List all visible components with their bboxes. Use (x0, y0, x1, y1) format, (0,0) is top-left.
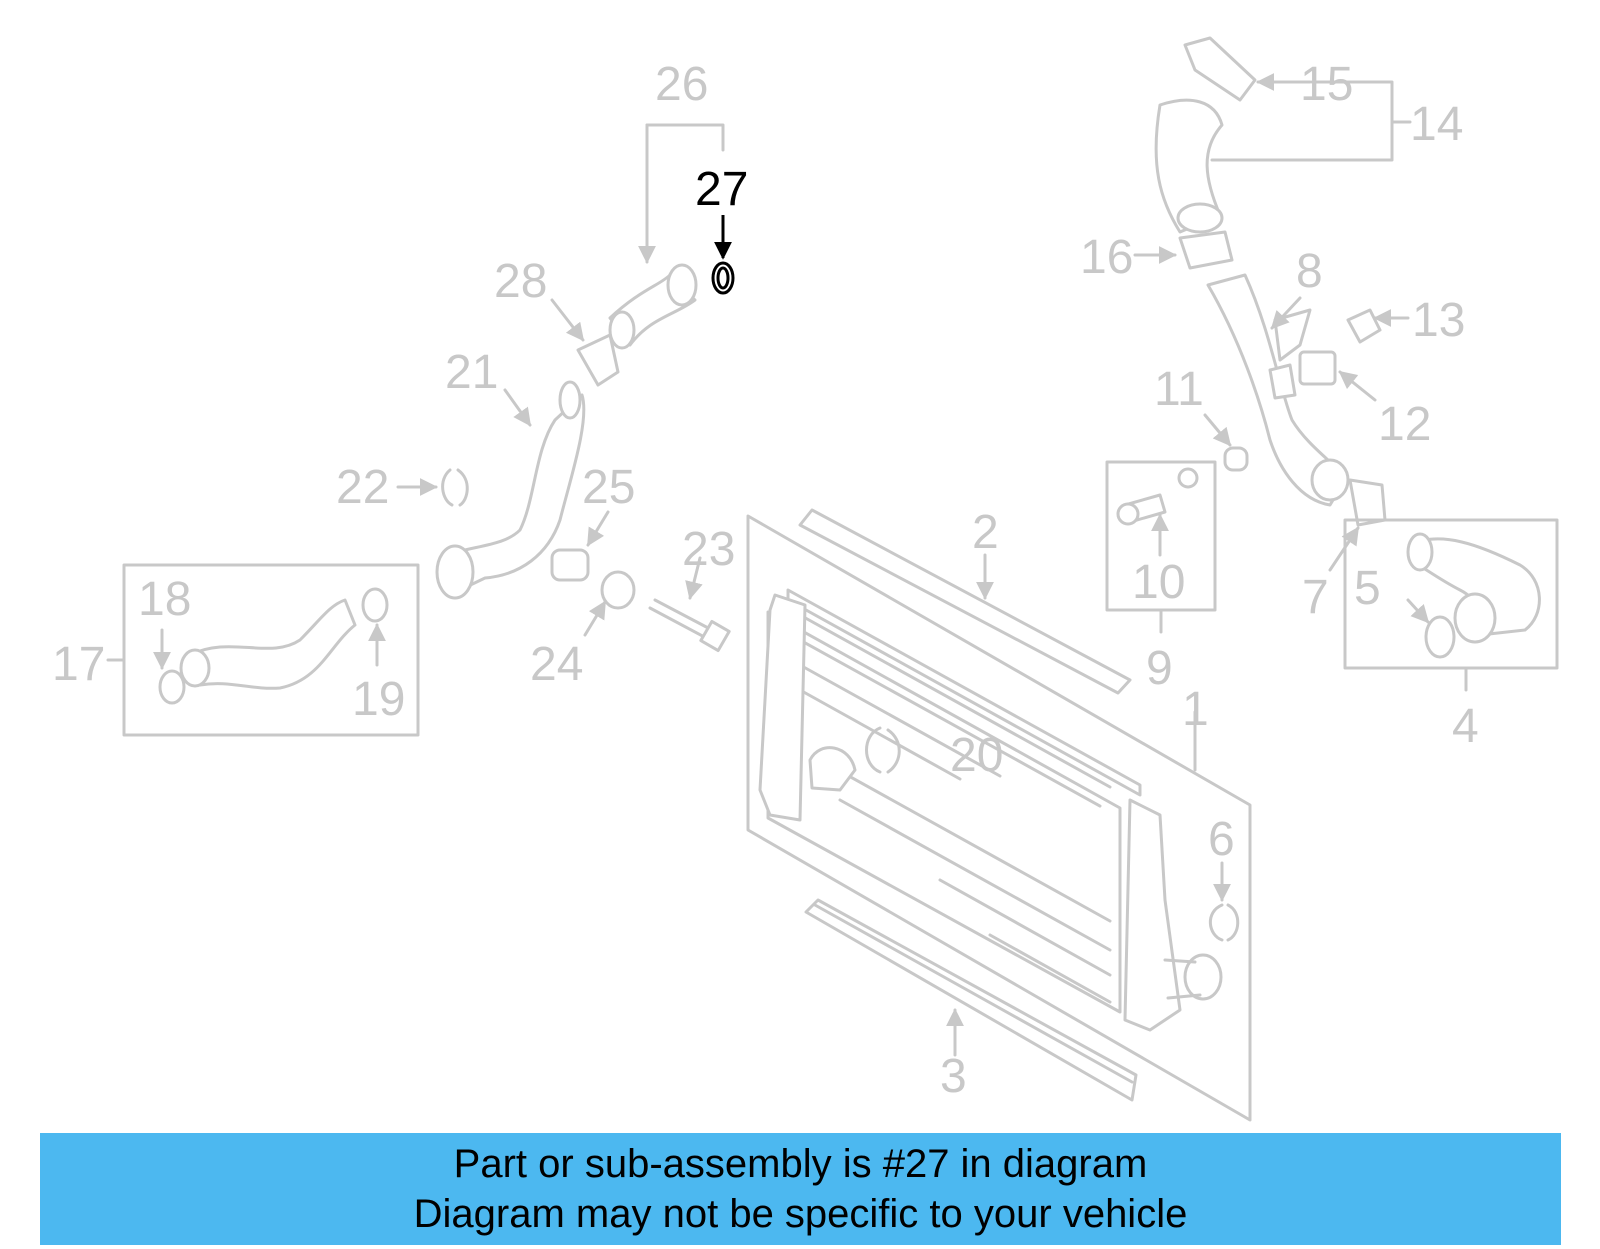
bolt-13 (1346, 308, 1382, 344)
callout-23: 23 (682, 523, 735, 576)
hose-4 (1406, 532, 1541, 659)
clip-22-icon (441, 468, 469, 507)
hose-14 (1154, 36, 1412, 234)
clamp-16 (1178, 230, 1234, 270)
sensor-12 (1298, 350, 1337, 386)
callout-25: 25 (582, 461, 635, 514)
seal-24 (600, 570, 636, 610)
callout-15: 15 (1300, 58, 1353, 111)
callout-28: 28 (494, 255, 547, 308)
sensor-10 (1116, 467, 1199, 557)
intercooler-core (798, 613, 1112, 1004)
air-guide-2 (798, 508, 1132, 695)
grommet-25 (550, 548, 590, 582)
pipe-8 (1206, 273, 1350, 507)
info-banner: Part or sub-assembly is #27 in diagram D… (40, 1133, 1561, 1245)
callout-6: 6 (1208, 813, 1235, 866)
clip-20-icon (865, 726, 882, 774)
callout-9: 9 (1146, 642, 1173, 695)
callout-20: 20 (950, 729, 1003, 782)
callout-7: 7 (1302, 571, 1329, 624)
callout-22: 22 (336, 461, 389, 514)
callout-14: 14 (1410, 98, 1463, 151)
callout-10: 10 (1132, 556, 1185, 609)
bolt-23 (648, 556, 731, 653)
callout-11: 11 (1154, 363, 1204, 416)
callout-12: 12 (1378, 398, 1431, 451)
hose-26 (608, 123, 725, 350)
callout-27: 27 (695, 163, 748, 216)
banner-line-1: Part or sub-assembly is #27 in diagram (453, 1142, 1148, 1186)
callout-16: 16 (1080, 231, 1133, 284)
callout-4: 4 (1452, 700, 1479, 753)
callout-19: 19 (352, 673, 405, 726)
kit-box-4 (1343, 518, 1559, 670)
callout-3: 3 (940, 1050, 967, 1103)
callout-17: 17 (52, 638, 105, 691)
callout-26: 26 (655, 58, 708, 111)
callout-5: 5 (1354, 562, 1381, 615)
parts-diagram: 1 2 3 4 5 6 7 8 9 10 11 12 13 14 15 16 1… (52, 36, 1559, 1122)
callout-24: 24 (530, 638, 583, 691)
o-ring-27 (711, 215, 735, 295)
air-guide-3 (804, 898, 1138, 1102)
plug-11 (1223, 446, 1249, 472)
intercooler-group (746, 514, 1252, 1122)
hose-17 (153, 587, 389, 705)
callout-2: 2 (972, 506, 999, 559)
clamp-7 (1348, 478, 1387, 527)
callout-1: 1 (1182, 683, 1209, 736)
callout-8: 8 (1296, 245, 1323, 298)
callout-18: 18 (138, 573, 191, 626)
callout-21: 21 (445, 346, 498, 399)
kit-box-17 (122, 563, 420, 737)
callout-13: 13 (1412, 294, 1465, 347)
clamp-28 (550, 298, 620, 387)
hose-21 (435, 380, 586, 600)
banner-line-2: Diagram may not be specific to your vehi… (413, 1192, 1188, 1236)
